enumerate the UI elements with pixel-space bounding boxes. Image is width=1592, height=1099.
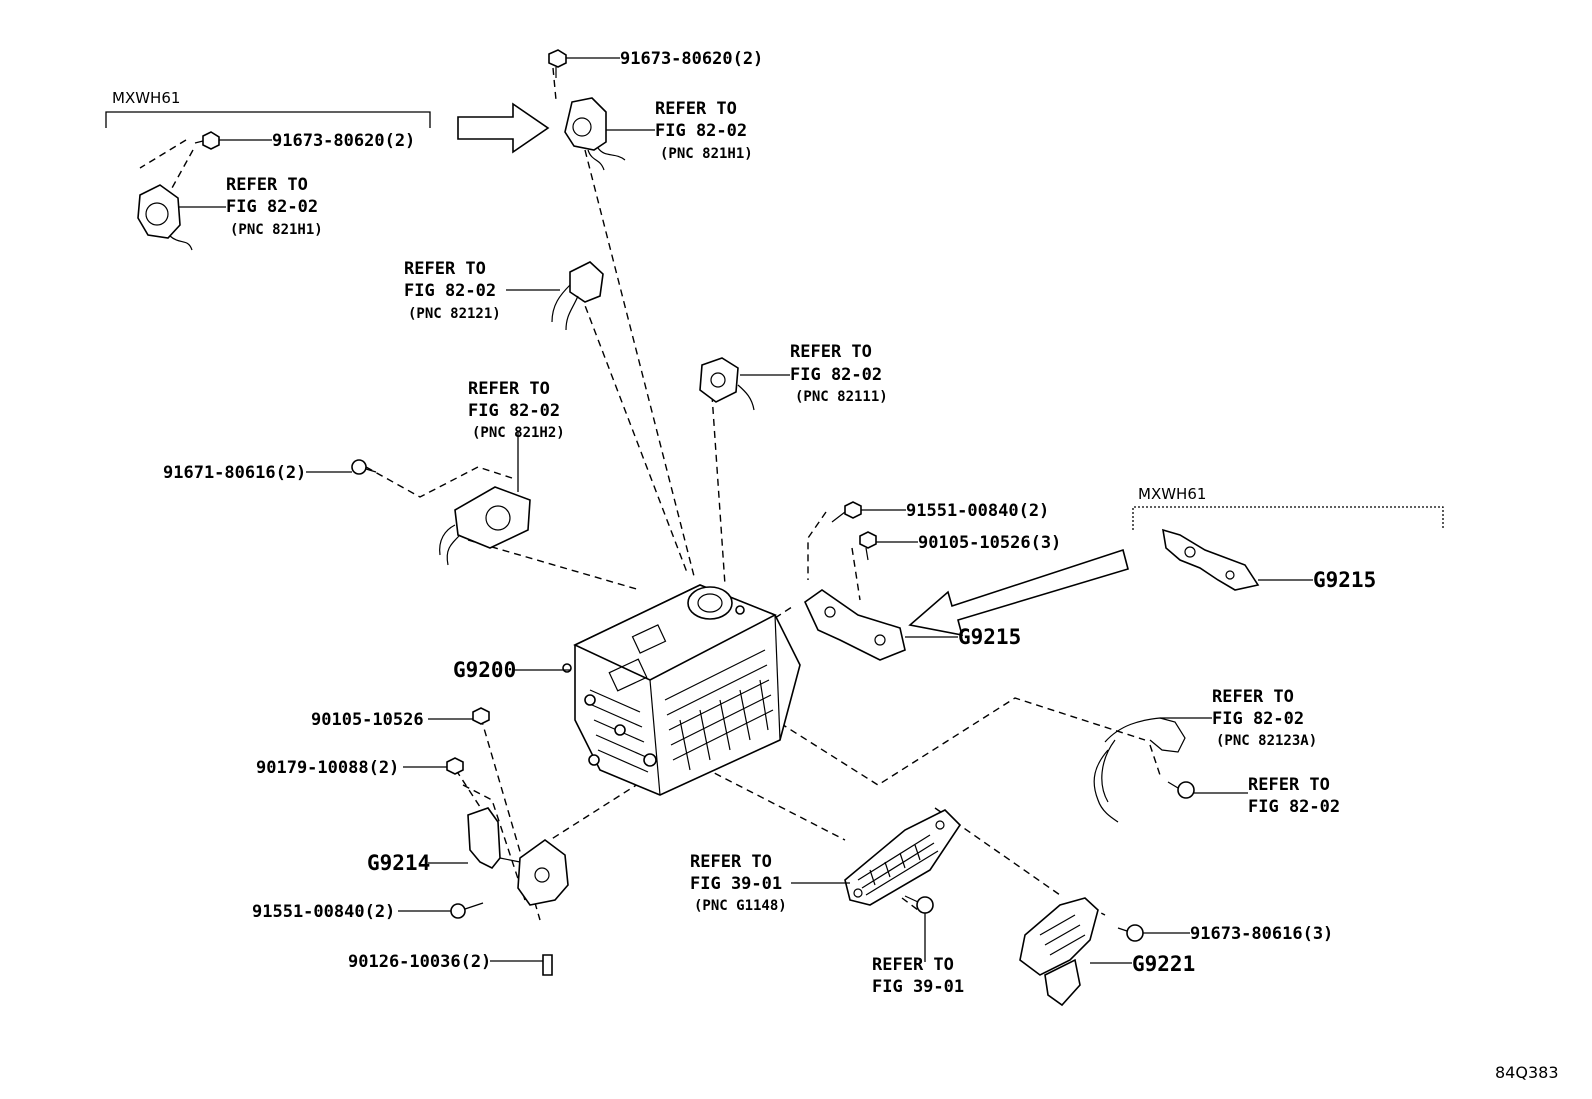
top-sensor-part xyxy=(564,97,626,171)
bolt-91671-icon xyxy=(351,459,377,475)
label-bolt-91671: 91671-80616(2) xyxy=(163,463,306,483)
bolt-39-01-icon xyxy=(904,895,934,914)
label-bolt-90105: 90105-10526 xyxy=(311,710,424,730)
label-left-bolt: 91673-80620(2) xyxy=(272,131,415,151)
hollow-arrow-right xyxy=(457,102,550,154)
bolt-91551-bottom-icon xyxy=(450,902,484,919)
label-82-02-plain-1: REFER TO xyxy=(1248,775,1330,795)
top-bolt-icon xyxy=(548,49,567,78)
label-g9215-right: G9215 xyxy=(1313,568,1376,592)
left-sensor-part xyxy=(137,184,193,251)
label-G1148-ref-3: (PNC G1148) xyxy=(694,898,787,914)
bolt-90179-icon xyxy=(446,757,464,775)
group-label-right: MXWH61 xyxy=(1138,485,1206,503)
component-G1148-part xyxy=(844,809,962,906)
label-82123A-ref-3: (PNC 82123A) xyxy=(1216,733,1317,749)
bracket-right: MXWH61 xyxy=(1132,485,1444,530)
label-g9221: G9221 xyxy=(1132,952,1195,976)
label-bolt-90105-3: 90105-10526(3) xyxy=(918,533,1061,553)
label-top-ref-3: (PNC 821H1) xyxy=(660,146,753,162)
label-39-01-ref-2: FIG 39-01 xyxy=(872,977,964,997)
label-82121-ref-1: REFER TO xyxy=(404,259,486,279)
bracket-g9215-right xyxy=(1162,528,1260,591)
bracket-g9215-center xyxy=(803,589,906,661)
leader-lines xyxy=(178,57,1313,964)
inverter-assembly-g9200 xyxy=(562,584,801,796)
label-g9215-center: G9215 xyxy=(958,625,1021,649)
label-bolt-91673-3: 91673-80616(3) xyxy=(1190,924,1333,944)
labels: 91673-80620(2) REFER TO FIG 82-02 (PNC 8… xyxy=(163,49,1559,1082)
assembly-dashed-lines xyxy=(139,67,1161,921)
bolt-91673-3-icon xyxy=(1117,924,1144,942)
sensor-821H2-part xyxy=(439,486,531,566)
label-82111-ref-1: REFER TO xyxy=(790,342,872,362)
label-821H2-ref-2: FIG 82-02 xyxy=(468,401,560,421)
label-821H2-ref-1: REFER TO xyxy=(468,379,550,399)
label-82123A-ref-2: FIG 82-02 xyxy=(1212,709,1304,729)
label-left-ref-2: FIG 82-02 xyxy=(226,197,318,217)
hollow-arrow-left xyxy=(908,548,1129,637)
bolt-90105-3-icon xyxy=(859,531,877,561)
label-top-ref-1: REFER TO xyxy=(655,99,737,119)
label-bolt-90126: 90126-10036(2) xyxy=(348,952,491,972)
label-82111-ref-2: FIG 82-02 xyxy=(790,365,882,385)
cover-g9221 xyxy=(1019,897,1099,1007)
bracket-g9214 xyxy=(467,807,569,906)
cable-bolt-icon xyxy=(1167,781,1195,799)
label-g9214: G9214 xyxy=(367,851,430,875)
label-top-bolt: 91673-80620(2) xyxy=(620,49,763,69)
label-left-ref-3: (PNC 821H1) xyxy=(230,222,323,238)
label-bolt-91551-top: 91551-00840(2) xyxy=(906,501,1049,521)
bolt-91551-top-icon xyxy=(831,501,862,523)
group-label-left: MXWH61 xyxy=(112,89,180,107)
label-top-ref-2: FIG 82-02 xyxy=(655,121,747,141)
label-G1148-ref-2: FIG 39-01 xyxy=(690,874,782,894)
left-bolt-icon xyxy=(194,131,220,150)
label-82111-ref-3: (PNC 82111) xyxy=(795,389,888,405)
label-82-02-plain-2: FIG 82-02 xyxy=(1248,797,1340,817)
label-39-01-ref-1: REFER TO xyxy=(872,955,954,975)
label-G1148-ref-1: REFER TO xyxy=(690,852,772,872)
figure-id: 84Q383 xyxy=(1495,1063,1559,1082)
stud-90126-icon xyxy=(542,954,553,976)
label-bolt-90179: 90179-10088(2) xyxy=(256,758,399,778)
sensor-82121-part xyxy=(551,261,604,331)
bracket-left: MXWH61 xyxy=(105,89,431,128)
label-g9200: G9200 xyxy=(453,658,516,682)
bolt-90105-icon xyxy=(472,707,490,725)
label-bolt-91551-bottom: 91551-00840(2) xyxy=(252,902,395,922)
label-821H2-ref-3: (PNC 821H2) xyxy=(472,425,565,441)
label-82121-ref-3: (PNC 82121) xyxy=(408,306,501,322)
label-left-ref-1: REFER TO xyxy=(226,175,308,195)
cable-82123A-part xyxy=(1093,717,1186,823)
label-82123A-ref-1: REFER TO xyxy=(1212,687,1294,707)
sensor-82111-part xyxy=(699,357,755,411)
label-82121-ref-2: FIG 82-02 xyxy=(404,281,496,301)
